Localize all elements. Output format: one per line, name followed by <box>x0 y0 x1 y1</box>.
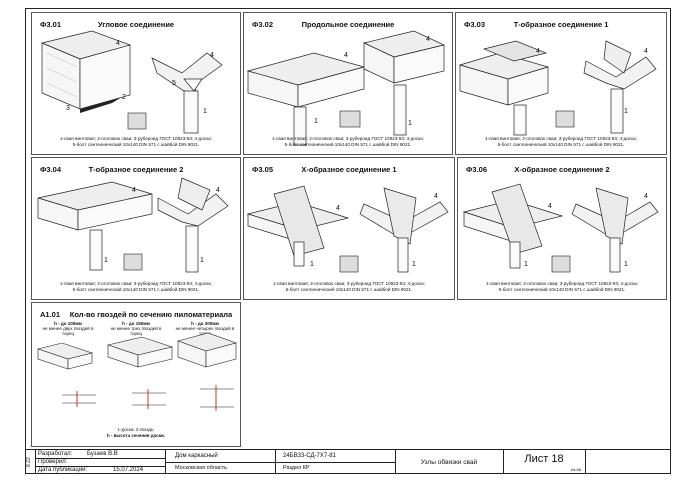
document-code: 24БВ33-СД-7Х7-81 <box>283 453 336 459</box>
sheet-total: Из 68 <box>570 467 581 472</box>
svg-text:1: 1 <box>524 261 528 268</box>
sheet-number: Лист 18 <box>524 453 564 465</box>
svg-text:4: 4 <box>548 203 552 210</box>
svg-text:1: 1 <box>314 118 318 125</box>
svg-text:4: 4 <box>336 205 340 212</box>
svg-text:4: 4 <box>426 36 430 43</box>
side-code: 8.22 <box>26 457 32 467</box>
svg-text:1: 1 <box>408 120 412 127</box>
panel-code: Ф3.03 <box>464 20 485 29</box>
svg-text:2: 2 <box>122 94 126 101</box>
panel-title: Угловое соединение <box>97 20 175 29</box>
panel-legend: 1-свая винтовая; 2-оголовок сваи; 3-рубе… <box>484 136 638 147</box>
nails-legend: 1-доска; 2-гвоздь;h - высота сечения дос… <box>106 427 166 438</box>
svg-text:1: 1 <box>200 257 204 264</box>
panel-title: Продольное соединение <box>301 20 395 29</box>
publish-date-label: Дата публикации: <box>38 467 88 473</box>
checker-value <box>87 458 163 466</box>
panel-title: Х-образное соединение 2 <box>514 165 610 174</box>
publish-date-value: 15.07.2024 <box>113 467 144 473</box>
svg-text:1: 1 <box>310 261 314 268</box>
svg-text:4: 4 <box>116 40 120 47</box>
svg-text:4: 4 <box>216 187 220 194</box>
object-name: Дом каркасный <box>175 453 218 459</box>
svg-text:4: 4 <box>536 48 540 55</box>
panel-f301: Ф3.01 Угловое соединение 4 2 3 4 5 1 1-свая … <box>31 12 241 155</box>
panel-code: Ф3.01 <box>40 20 61 29</box>
svg-text:4: 4 <box>434 193 438 200</box>
nails-drawing <box>36 332 238 411</box>
panel-code: Ф3.04 <box>40 165 61 174</box>
svg-text:4: 4 <box>132 187 136 194</box>
panel-legend: 1-свая винтовая; 2-оголовок сваи; 3-рубе… <box>59 136 213 147</box>
x-joint-1-drawing: 4 4 1 1 <box>246 185 449 273</box>
panel-code: Ф3.02 <box>252 20 273 29</box>
panel-legend: 1-свая винтовая; 2-оголовок сваи; 3-рубе… <box>59 281 213 292</box>
document-section: Раздел КР <box>283 465 310 471</box>
svg-text:1: 1 <box>104 257 108 264</box>
panel-title: Т-образное соединение 2 <box>88 165 184 174</box>
panel-legend: 1-свая винтовая; 2-оголовок сваи; 3-рубе… <box>272 281 426 292</box>
object-region: Московская область <box>175 465 228 471</box>
checker-label: Проверил: <box>38 459 68 465</box>
svg-text:4: 4 <box>210 52 214 59</box>
panel-title: Х-образное соединение 1 <box>301 165 397 174</box>
sheet-title: Узлы обвязки свай <box>420 459 478 466</box>
panel-f306: Ф3.06 Х-образное соединение 2 4 4 1 1 1-сва… <box>457 157 667 300</box>
panel-legend: 1-свая винтовая; 2-оголовок сваи; 3-рубе… <box>271 136 425 147</box>
svg-text:1: 1 <box>624 108 628 115</box>
t-joint-1-drawing: 4 4 1 <box>458 40 657 136</box>
x-joint-2-drawing: 4 4 1 1 <box>462 183 659 273</box>
title-block: Разработал: Бузаев В.В Проверил: Дата пу… <box>25 449 671 474</box>
svg-text:1: 1 <box>624 261 628 268</box>
svg-text:4: 4 <box>344 52 348 59</box>
panel-code: Ф3.06 <box>466 165 487 174</box>
svg-text:4: 4 <box>644 48 648 55</box>
drawing-sheet <box>25 8 671 474</box>
developer-label: Разработал: <box>38 451 73 457</box>
panel-legend: 1-свая винтовая; 2-оголовок сваи; 3-рубе… <box>485 281 639 292</box>
svg-text:1: 1 <box>203 108 207 115</box>
corner-joint-drawing: 4 2 3 4 5 1 <box>40 30 223 134</box>
svg-text:5: 5 <box>172 80 176 87</box>
svg-text:1: 1 <box>412 261 416 268</box>
panel-f305: Ф3.05 Х-образное соединение 1 4 4 1 1 1-сва… <box>243 157 455 300</box>
panel-f303: Ф3.03 Т-образное соединение 1 4 4 1 1-свая… <box>455 12 667 155</box>
panel-f304: Ф3.04 Т-образное соединение 2 4 4 1 1 1-сва… <box>31 157 241 300</box>
svg-text:3: 3 <box>66 105 70 112</box>
panel-f302: Ф3.02 Продольное соединение 4 4 1 1 1-свая … <box>243 12 453 155</box>
developer-value: Бузаев В.В <box>87 451 118 457</box>
panel-title: Т-образное соединение 1 <box>513 20 609 29</box>
panel-code: А1.01 <box>40 310 61 319</box>
panel-code: Ф3.05 <box>252 165 273 174</box>
svg-text:4: 4 <box>644 193 648 200</box>
panel-title: Кол-во гвоздей по сечению пиломатериала <box>69 310 233 319</box>
longitudinal-joint-drawing: 4 4 1 1 <box>246 30 446 146</box>
t-joint-2-drawing: 4 4 1 1 <box>37 177 229 273</box>
panel-a101: А1.01 Кол-во гвоздей по сечению пиломате… <box>31 302 241 447</box>
